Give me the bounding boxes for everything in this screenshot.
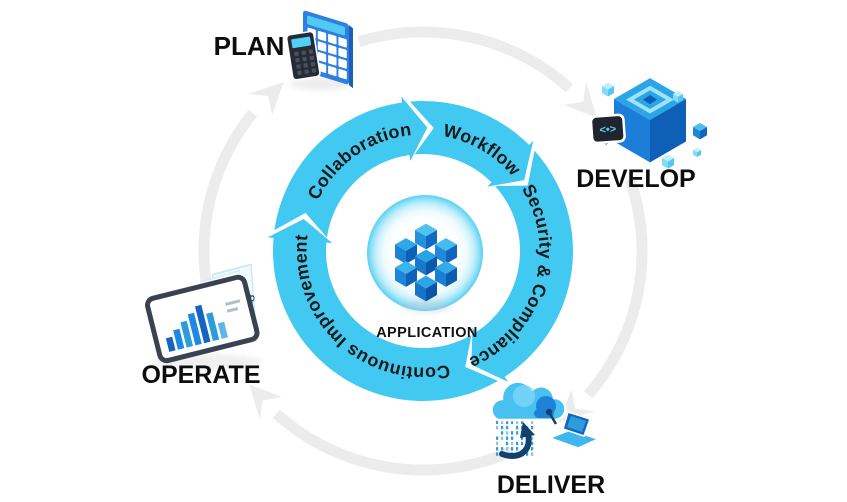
stage-label-develop: DEVELOP xyxy=(576,165,695,193)
operate-icon xyxy=(144,263,263,370)
laptop-icon xyxy=(545,408,601,449)
ring-segment-security-compliance xyxy=(471,150,574,382)
plan-calculator-keys xyxy=(294,49,317,76)
ring-segment-collaboration xyxy=(274,96,428,238)
cycle-arrowhead xyxy=(249,384,282,420)
application-hub: APPLICATION xyxy=(367,195,483,341)
bar-chart xyxy=(165,304,228,352)
cycle-arc xyxy=(584,177,648,399)
application-label: APPLICATION xyxy=(376,325,478,341)
tablet-dash-2 xyxy=(226,307,239,313)
code-icon: <•> xyxy=(599,123,616,136)
develop-badge-bg xyxy=(592,116,624,142)
application-cubes-icon xyxy=(395,223,457,302)
deliver-icon xyxy=(490,380,601,459)
ring-segment-workflow xyxy=(409,100,534,187)
plan-icon xyxy=(285,10,353,90)
ring-segment-continuous-improvement xyxy=(267,219,498,401)
tablet xyxy=(144,274,260,364)
plan-board-header xyxy=(307,15,345,36)
cycle-arrowhead xyxy=(248,82,284,116)
cube-shadow xyxy=(402,300,450,312)
cycle-arc xyxy=(357,26,574,93)
inner-ring xyxy=(267,96,574,401)
antenna xyxy=(548,413,558,425)
stage-label-operate: OPERATE xyxy=(142,361,261,389)
cycle-arrowhead xyxy=(564,82,597,118)
stage-label-deliver: DELIVER xyxy=(497,471,605,499)
up-arrow-head xyxy=(520,422,535,438)
up-arrow xyxy=(499,431,532,459)
develop-code-badge: <•> xyxy=(589,113,626,145)
cycle-arc xyxy=(198,109,258,298)
antenna-dot xyxy=(545,408,553,416)
laptop-screen-inner xyxy=(567,416,586,432)
tablet-dash-1 xyxy=(225,299,241,306)
cloud-highlight xyxy=(513,385,535,407)
cycle-arc xyxy=(272,409,515,476)
laptop-base xyxy=(547,429,601,449)
plan-calculator xyxy=(285,30,321,81)
plan-board-side xyxy=(349,25,353,89)
develop-icon: <•> xyxy=(589,78,707,169)
plan-calculator-screen xyxy=(291,36,312,49)
stage-label-plan: PLAN xyxy=(214,31,285,61)
plan-icon-shadow xyxy=(290,78,350,90)
